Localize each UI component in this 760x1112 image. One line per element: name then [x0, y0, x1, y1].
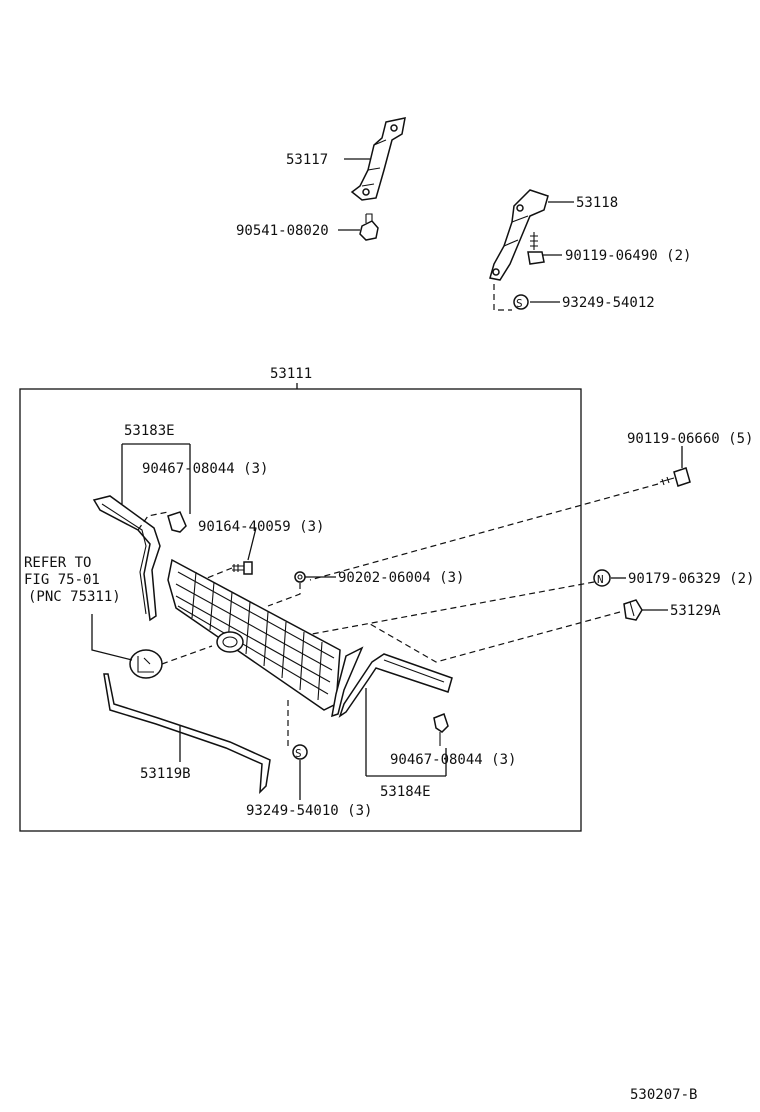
label-90467-08044-bottom: 90467-08044 (3) — [390, 752, 516, 768]
label-53111: 53111 — [270, 366, 312, 382]
bracket-53118 — [489, 189, 549, 281]
label-53117: 53117 — [286, 152, 328, 168]
washer-90202-06004 — [294, 571, 306, 583]
figure-code: 530207-B — [630, 1087, 697, 1103]
label-93249-54010: 93249-54010 (3) — [246, 803, 372, 819]
bracket-53117 — [350, 117, 406, 201]
label-53119B: 53119B — [140, 766, 191, 782]
label-90119-06490: 90119-06490 (2) — [565, 248, 691, 264]
label-90202-06004: 90202-06004 (3) — [338, 570, 464, 586]
label-90179-06329: 90179-06329 (2) — [628, 571, 754, 587]
radiator-grille — [167, 558, 341, 711]
label-90119-06660: 90119-06660 (5) — [627, 431, 753, 447]
label-53184E: 53184E — [380, 784, 431, 800]
label-53183E: 53183E — [124, 423, 175, 439]
label-90164-40059: 90164-40059 (3) — [198, 519, 324, 535]
molding-53119B — [103, 673, 271, 794]
label-53118: 53118 — [576, 195, 618, 211]
refer-note-line2: FIG 75-01 — [24, 572, 100, 588]
clip-90467-top — [167, 511, 187, 533]
refer-note-line3: (PNC 75311) — [28, 589, 121, 605]
s-symbol-54010: S — [295, 747, 302, 760]
molding-53184E — [338, 653, 453, 718]
grille-side-molding — [331, 646, 364, 718]
refer-note-line1: REFER TO — [24, 555, 91, 571]
label-90467-08044-top: 90467-08044 (3) — [142, 461, 268, 477]
clip-53129A — [623, 599, 643, 621]
emblem — [129, 649, 163, 679]
bolt-90119-06660 — [659, 467, 691, 487]
label-90541-08020: 90541-08020 — [236, 223, 329, 239]
clip-90467-bottom — [433, 713, 449, 746]
n-symbol-90179: N — [597, 573, 604, 586]
screw-90164-40059 — [232, 561, 253, 575]
nut-90541-08020 — [359, 213, 379, 241]
label-53129A: 53129A — [670, 603, 721, 619]
label-93249-54012: 93249-54012 — [562, 295, 655, 311]
assembly-box — [19, 388, 582, 832]
s-symbol-54012: S — [516, 297, 523, 310]
bolt-90119-06490 — [527, 232, 545, 265]
molding-53183E — [92, 495, 161, 622]
